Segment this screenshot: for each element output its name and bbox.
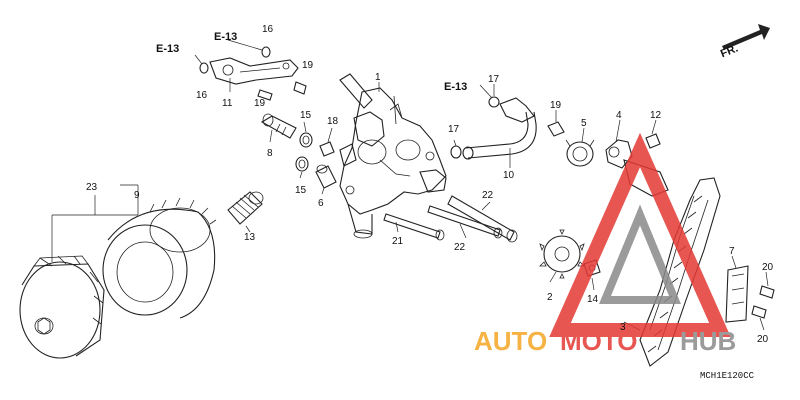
- washers-16: [199, 46, 271, 74]
- label-16b: 16: [262, 24, 274, 35]
- reference-labels: E-13 E-13 E-13: [156, 31, 467, 93]
- label-22a: 22: [482, 190, 494, 201]
- label-4: 4: [616, 110, 622, 121]
- label-19b: 19: [254, 98, 266, 109]
- pipe-bracket: [209, 57, 299, 85]
- label-17b: 17: [448, 124, 460, 135]
- label-12: 12: [650, 110, 662, 121]
- watermark: AUTO MOTO HUB: [474, 132, 736, 356]
- oil-pipe-8: [260, 113, 297, 139]
- label-19a: 19: [302, 60, 314, 71]
- label-22b: 22: [454, 242, 466, 253]
- label-15a: 15: [300, 110, 312, 121]
- front-arrow-icon: [722, 24, 770, 50]
- label-17a: 17: [488, 74, 500, 85]
- label-14: 14: [587, 294, 599, 305]
- bolt-19-right: [547, 121, 565, 137]
- oil-pipe-10: [462, 97, 537, 160]
- ref-e13-top: E-13: [214, 31, 237, 43]
- label-23: 23: [86, 182, 98, 193]
- label-1: 1: [375, 72, 381, 83]
- front-indicator: FR.: [719, 42, 740, 60]
- bolts-21-22: [383, 195, 518, 243]
- label-18: 18: [327, 116, 339, 127]
- label-11: 11: [222, 98, 233, 109]
- watermark-auto: AUTO: [474, 326, 547, 356]
- label-15b: 15: [295, 185, 307, 196]
- oil-seal-5: [565, 139, 595, 167]
- bolts-19-left: [257, 81, 307, 101]
- leader-lines: [194, 39, 769, 331]
- drawing-code: MCH1E120CC: [700, 371, 755, 381]
- oil-filter-case: [19, 255, 105, 359]
- oil-pump: [339, 73, 447, 239]
- label-20a: 20: [762, 262, 774, 273]
- label-21: 21: [392, 236, 404, 247]
- part-labels: 1 2 3 4 5 6 7 8 9 10 11 12 13 14 15 15 1…: [86, 24, 774, 345]
- label-19c: 19: [550, 100, 562, 111]
- label-6: 6: [318, 198, 324, 209]
- ref-e13-right: E-13: [444, 81, 467, 93]
- o-rings-15: [295, 132, 313, 172]
- filter-bolt: [227, 191, 264, 233]
- watermark-moto: MOTO: [560, 326, 638, 356]
- label-2: 2: [547, 292, 553, 303]
- leader-23-9: [51, 184, 139, 262]
- label-16a: 16: [196, 90, 208, 101]
- label-8: 8: [267, 148, 273, 159]
- label-13: 13: [244, 232, 256, 243]
- bolt-12: [645, 133, 661, 149]
- label-7: 7: [729, 246, 735, 257]
- bolts-20: [751, 285, 775, 319]
- label-5: 5: [581, 118, 587, 129]
- tensioner-7: [725, 265, 749, 323]
- sprocket-2: [539, 229, 585, 279]
- label-20b: 20: [757, 334, 769, 345]
- ref-e13-left: E-13: [156, 43, 179, 55]
- label-3: 3: [620, 322, 626, 333]
- label-10: 10: [503, 170, 515, 181]
- oil-filter-cartridge: [102, 197, 217, 319]
- label-9: 9: [134, 190, 140, 201]
- watermark-hub: HUB: [680, 326, 736, 356]
- dowels-18-6: [315, 141, 337, 189]
